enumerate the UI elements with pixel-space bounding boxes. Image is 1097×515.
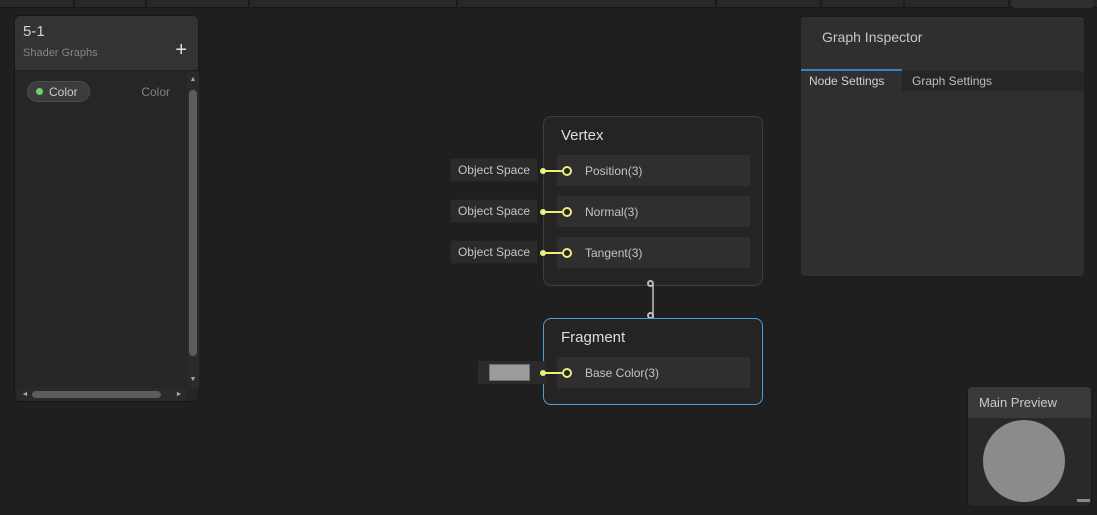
- port-label: Position(3): [585, 163, 643, 178]
- port-row-tangent[interactable]: Object Space Tangent(3): [450, 237, 750, 268]
- port-row-position[interactable]: Object Space Position(3): [450, 155, 750, 186]
- exposed-dot-icon: [36, 88, 43, 95]
- port-row-base-color[interactable]: Base Color(3): [478, 357, 750, 388]
- toolbar-edge: [0, 0, 1097, 8]
- vertical-scrollbar-thumb[interactable]: [189, 90, 197, 356]
- port-label: Base Color(3): [585, 365, 660, 380]
- base-color-field[interactable]: [478, 361, 546, 384]
- active-tab-underline: [801, 69, 902, 71]
- scroll-left-arrow-icon[interactable]: ◄: [21, 391, 29, 398]
- graph-inspector-panel: Graph Inspector Node Settings Graph Sett…: [800, 16, 1085, 277]
- scroll-up-arrow-icon[interactable]: ▲: [189, 76, 197, 83]
- binding-dot-icon: [540, 208, 546, 215]
- binding-dot-icon: [540, 167, 546, 174]
- scroll-right-arrow-icon[interactable]: ►: [175, 391, 183, 398]
- property-type-label: Color: [141, 85, 170, 99]
- toolbar-separator: [456, 0, 458, 8]
- vertex-node-title: Vertex: [561, 127, 604, 144]
- blackboard-subtitle: Shader Graphs: [23, 47, 98, 59]
- tab-node-settings[interactable]: Node Settings: [801, 71, 902, 91]
- port-label: Tangent(3): [585, 245, 643, 260]
- space-binding-dropdown[interactable]: Object Space: [450, 158, 538, 182]
- binding-dot-icon: [540, 249, 546, 256]
- inspector-tabbar: Node Settings Graph Settings: [801, 69, 1084, 91]
- base-color-port-icon[interactable]: [562, 367, 572, 378]
- blackboard-title: 5-1: [23, 23, 45, 40]
- binding-wire: [545, 169, 562, 172]
- main-preview-header[interactable]: Main Preview: [968, 387, 1091, 418]
- toolbar-separator: [248, 0, 250, 8]
- vertex-output-connector-icon[interactable]: [647, 280, 654, 287]
- preview-sphere: [983, 420, 1065, 502]
- horizontal-scrollbar-thumb[interactable]: [32, 391, 161, 398]
- normal-port-icon[interactable]: [562, 206, 572, 217]
- fragment-node-selected[interactable]: Fragment Base Color(3): [478, 318, 763, 405]
- vertical-scrollbar[interactable]: ▲ ▼: [187, 72, 199, 388]
- position-port-icon[interactable]: [562, 165, 572, 176]
- binding-dot-icon: [540, 369, 546, 376]
- color-swatch[interactable]: [489, 364, 530, 381]
- blackboard-header[interactable]: 5-1 Shader Graphs +: [15, 16, 198, 71]
- space-binding-dropdown[interactable]: Object Space: [450, 199, 538, 223]
- property-name: Color: [49, 84, 78, 99]
- property-pill-color[interactable]: Color: [27, 81, 90, 102]
- add-property-button[interactable]: +: [175, 40, 187, 60]
- tangent-port-icon[interactable]: [562, 247, 572, 258]
- port-row-normal[interactable]: Object Space Normal(3): [450, 196, 750, 227]
- vertex-node[interactable]: Vertex Object Space Position(3) Object S…: [450, 116, 763, 286]
- graph-inspector-title: Graph Inspector: [822, 29, 923, 45]
- toolbar-separator: [145, 0, 147, 8]
- tab-graph-settings[interactable]: Graph Settings: [902, 71, 1084, 91]
- toolbar-segment: [1013, 0, 1093, 8]
- binding-wire: [545, 251, 562, 254]
- binding-wire: [545, 210, 562, 213]
- toolbar-separator: [1008, 0, 1010, 8]
- scroll-down-arrow-icon[interactable]: ▼: [189, 376, 197, 383]
- main-preview-panel: Main Preview: [967, 386, 1092, 507]
- toolbar-separator: [820, 0, 822, 8]
- toolbar-separator: [903, 0, 905, 8]
- property-row: Color: [27, 81, 90, 102]
- resize-handle[interactable]: [1077, 499, 1090, 502]
- binding-wire: [545, 371, 562, 374]
- fragment-node-title: Fragment: [561, 329, 626, 346]
- plus-icon: +: [175, 39, 187, 61]
- toolbar-separator: [715, 0, 717, 8]
- port-label: Normal(3): [585, 204, 639, 219]
- main-preview-title: Main Preview: [979, 395, 1058, 410]
- horizontal-scrollbar[interactable]: ◄ ►: [18, 388, 186, 401]
- space-binding-dropdown[interactable]: Object Space: [450, 240, 538, 264]
- blackboard-panel: 5-1 Shader Graphs + Color Color ▲ ▼ ◄ ►: [14, 15, 199, 402]
- vertex-fragment-edge[interactable]: [652, 285, 654, 318]
- toolbar-separator: [73, 0, 75, 8]
